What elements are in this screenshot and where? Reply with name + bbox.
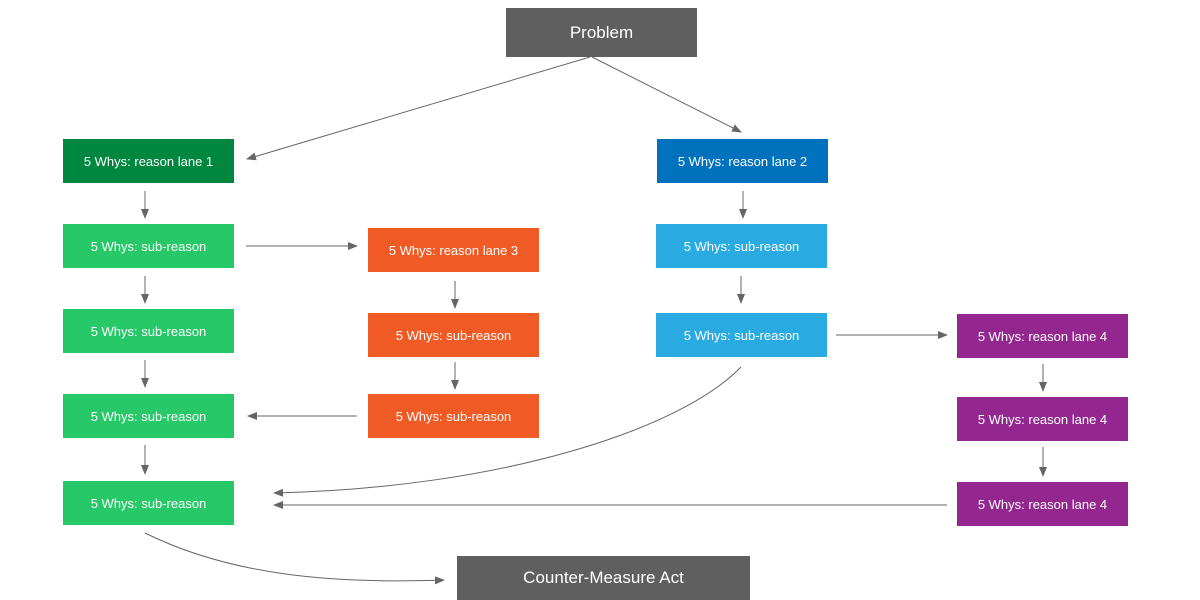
reason-lane-3-box: 5 Whys: reason lane 3: [368, 228, 539, 272]
lane3-sub-reason-box: 5 Whys: sub-reason: [368, 394, 539, 438]
reason-lane-4-box: 5 Whys: reason lane 4: [957, 314, 1128, 358]
lane3-sub-reason-box: 5 Whys: sub-reason: [368, 313, 539, 357]
arrow-lane2-sub2-to-lane1-sub4: [273, 366, 742, 497]
lane2-sub-reason-box: 5 Whys: sub-reason: [656, 313, 827, 357]
reason-lane-4-box: 5 Whys: reason lane 4: [957, 482, 1128, 526]
arrow-problem-to-lane2: [591, 56, 742, 133]
reason-lane-2-box: 5 Whys: reason lane 2: [657, 139, 828, 183]
arrow-lane1-sub4-to-countermeasure: [144, 532, 445, 585]
problem-box: Problem: [506, 8, 697, 57]
arrow-problem-to-lane1: [246, 56, 591, 161]
lane1-sub-reason-box: 5 Whys: sub-reason: [63, 309, 234, 353]
reason-lane-1-box: 5 Whys: reason lane 1: [63, 139, 234, 183]
reason-lane-4-box: 5 Whys: reason lane 4: [957, 397, 1128, 441]
lane2-sub-reason-box: 5 Whys: sub-reason: [656, 224, 827, 268]
counter-measure-box: Counter-Measure Act: [457, 556, 750, 600]
lane1-sub-reason-box: 5 Whys: sub-reason: [63, 481, 234, 525]
lane1-sub-reason-box: 5 Whys: sub-reason: [63, 394, 234, 438]
lane1-sub-reason-box: 5 Whys: sub-reason: [63, 224, 234, 268]
